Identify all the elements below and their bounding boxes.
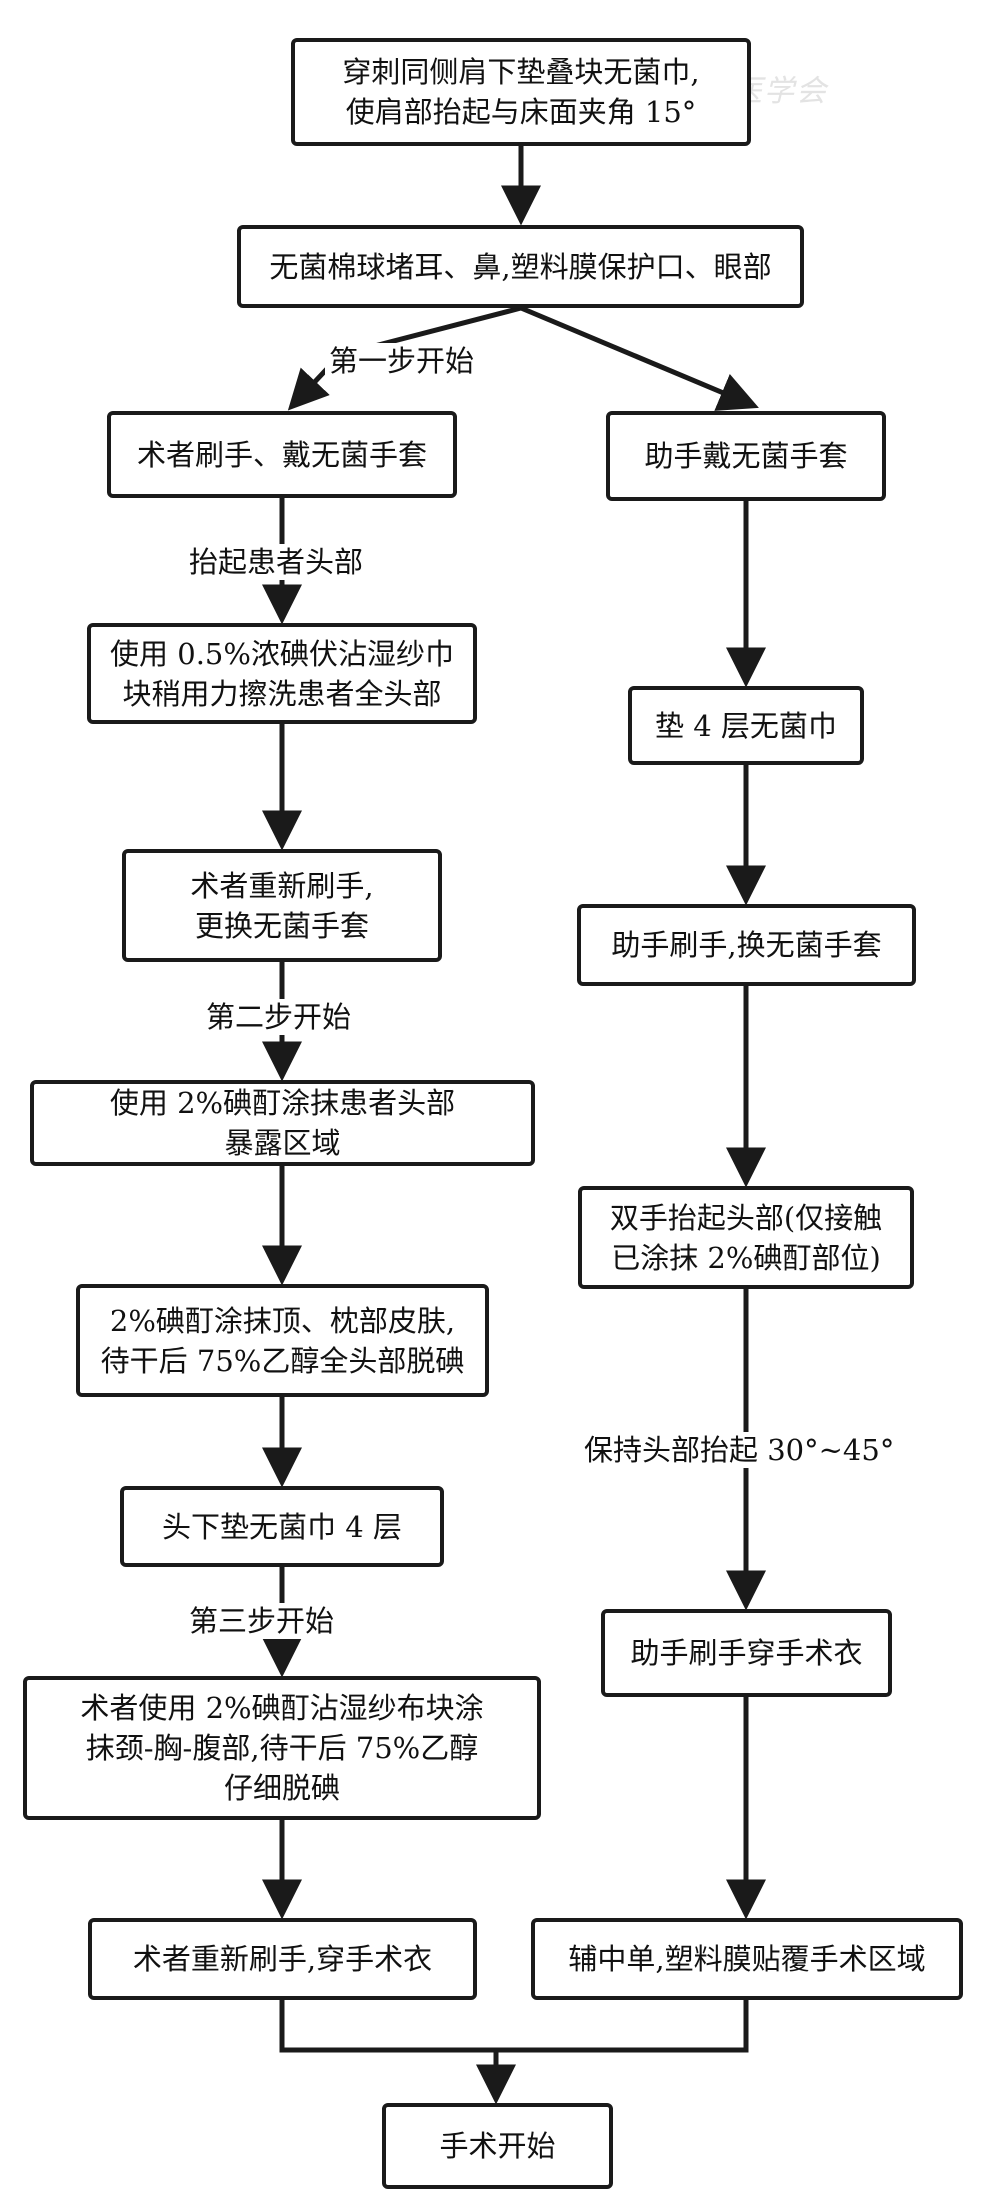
step-drape: 辅中单,塑料膜贴覆手术区域 — [531, 1918, 963, 2000]
arrow-s2-r1 — [520, 305, 759, 411]
step-surgeon-rescrub: 术者重新刷手, 更换无菌手套 — [122, 849, 442, 962]
step-text-line: 术者使用 2%碘酊沾湿纱布块涂 — [80, 1691, 484, 1725]
step-text-line: 使肩部抬起与床面夹角 15° — [345, 95, 697, 129]
step-towel-under-head: 头下垫无菌巾 4 层 — [120, 1486, 444, 1567]
step-protect-face: 无菌棉球堵耳、鼻,塑料膜保护口、眼部 — [237, 225, 804, 308]
step-text-line: 助手刷手穿手术衣 — [630, 1636, 863, 1670]
step-text-line: 头下垫无菌巾 4 层 — [162, 1509, 402, 1544]
step-text-line: 2%碘酊涂抹顶、枕部皮肤, — [109, 1303, 456, 1338]
step-iodine-head: 使用 2%碘酊涂抹患者头部 暴露区域 — [30, 1080, 535, 1166]
label-step2-start: 第二步开始 — [202, 999, 356, 1035]
step-text-line: 已涂抹 2%碘酊部位) — [611, 1240, 881, 1275]
label-step3-start: 第三步开始 — [185, 1603, 339, 1639]
step-assistant-rescrub: 助手刷手,换无菌手套 — [577, 904, 916, 986]
step-text-line: 使用 2%碘酊涂抹患者头部 — [109, 1086, 456, 1120]
label-lift-patient-head: 抬起患者头部 — [185, 544, 368, 580]
step-text-line: 术者重新刷手,穿手术衣 — [132, 1942, 433, 1976]
step-text-line: 使用 0.5%浓碘伏沾湿纱巾 — [110, 636, 454, 671]
step-iodine-crown: 2%碘酊涂抹顶、枕部皮肤, 待干后 75%乙醇全头部脱碘 — [76, 1284, 489, 1397]
step-text-line: 穿刺同侧肩下垫叠块无菌巾, — [342, 55, 700, 89]
merge-line — [279, 2000, 749, 2053]
step-text-line: 助手戴无菌手套 — [644, 439, 848, 473]
step-iodine-body: 术者使用 2%碘酊沾湿纱布块涂 抹颈-胸-腹部,待干后 75%乙醇 仔细脱碘 — [23, 1676, 541, 1820]
step-text-line: 助手刷手,换无菌手套 — [611, 928, 882, 962]
label-keep-head-raised: 保持头部抬起 30°~45° — [580, 1432, 899, 1468]
step-surgeon-gloves: 术者刷手、戴无菌手套 — [107, 411, 457, 498]
step-text-line: 待干后 75%乙醇全头部脱碘 — [100, 1343, 465, 1378]
step-text-line: 更换无菌手套 — [194, 908, 369, 943]
step-text-line: 术者刷手、戴无菌手套 — [136, 437, 427, 472]
step-text-line: 仔细脱碘 — [223, 1771, 340, 1805]
label-step1-start: 第一步开始 — [325, 343, 479, 379]
step-iodophor-scrub: 使用 0.5%浓碘伏沾湿纱巾 块稍用力擦洗患者全头部 — [87, 623, 477, 724]
step-surgeon-gown: 术者重新刷手,穿手术衣 — [88, 1918, 477, 2000]
step-assistant-towels: 垫 4 层无菌巾 — [628, 686, 864, 765]
step-text-line: 暴露区域 — [224, 1126, 341, 1160]
step-surgery-start: 手术开始 — [382, 2103, 613, 2189]
step-assistant-gloves: 助手戴无菌手套 — [606, 411, 886, 501]
step-text-line: 块稍用力擦洗患者全头部 — [122, 676, 442, 711]
step-text-line: 手术开始 — [439, 2129, 556, 2163]
step-text-line: 垫 4 层无菌巾 — [655, 708, 837, 743]
step-text-line: 双手抬起头部(仅接触 — [609, 1200, 883, 1235]
step-text-line: 抹颈-胸-腹部,待干后 75%乙醇 — [85, 1731, 479, 1765]
step-text-line: 无菌棉球堵耳、鼻,塑料膜保护口、眼部 — [269, 249, 772, 284]
step-text-line: 辅中单,塑料膜贴覆手术区域 — [568, 1942, 926, 1976]
step-shoulder-pad: 穿刺同侧肩下垫叠块无菌巾, 使肩部抬起与床面夹角 15° — [291, 38, 751, 146]
step-text-line: 术者重新刷手, — [190, 868, 374, 903]
step-lift-head: 双手抬起头部(仅接触 已涂抹 2%碘酊部位) — [578, 1186, 914, 1289]
step-assistant-gown: 助手刷手穿手术衣 — [601, 1609, 892, 1697]
